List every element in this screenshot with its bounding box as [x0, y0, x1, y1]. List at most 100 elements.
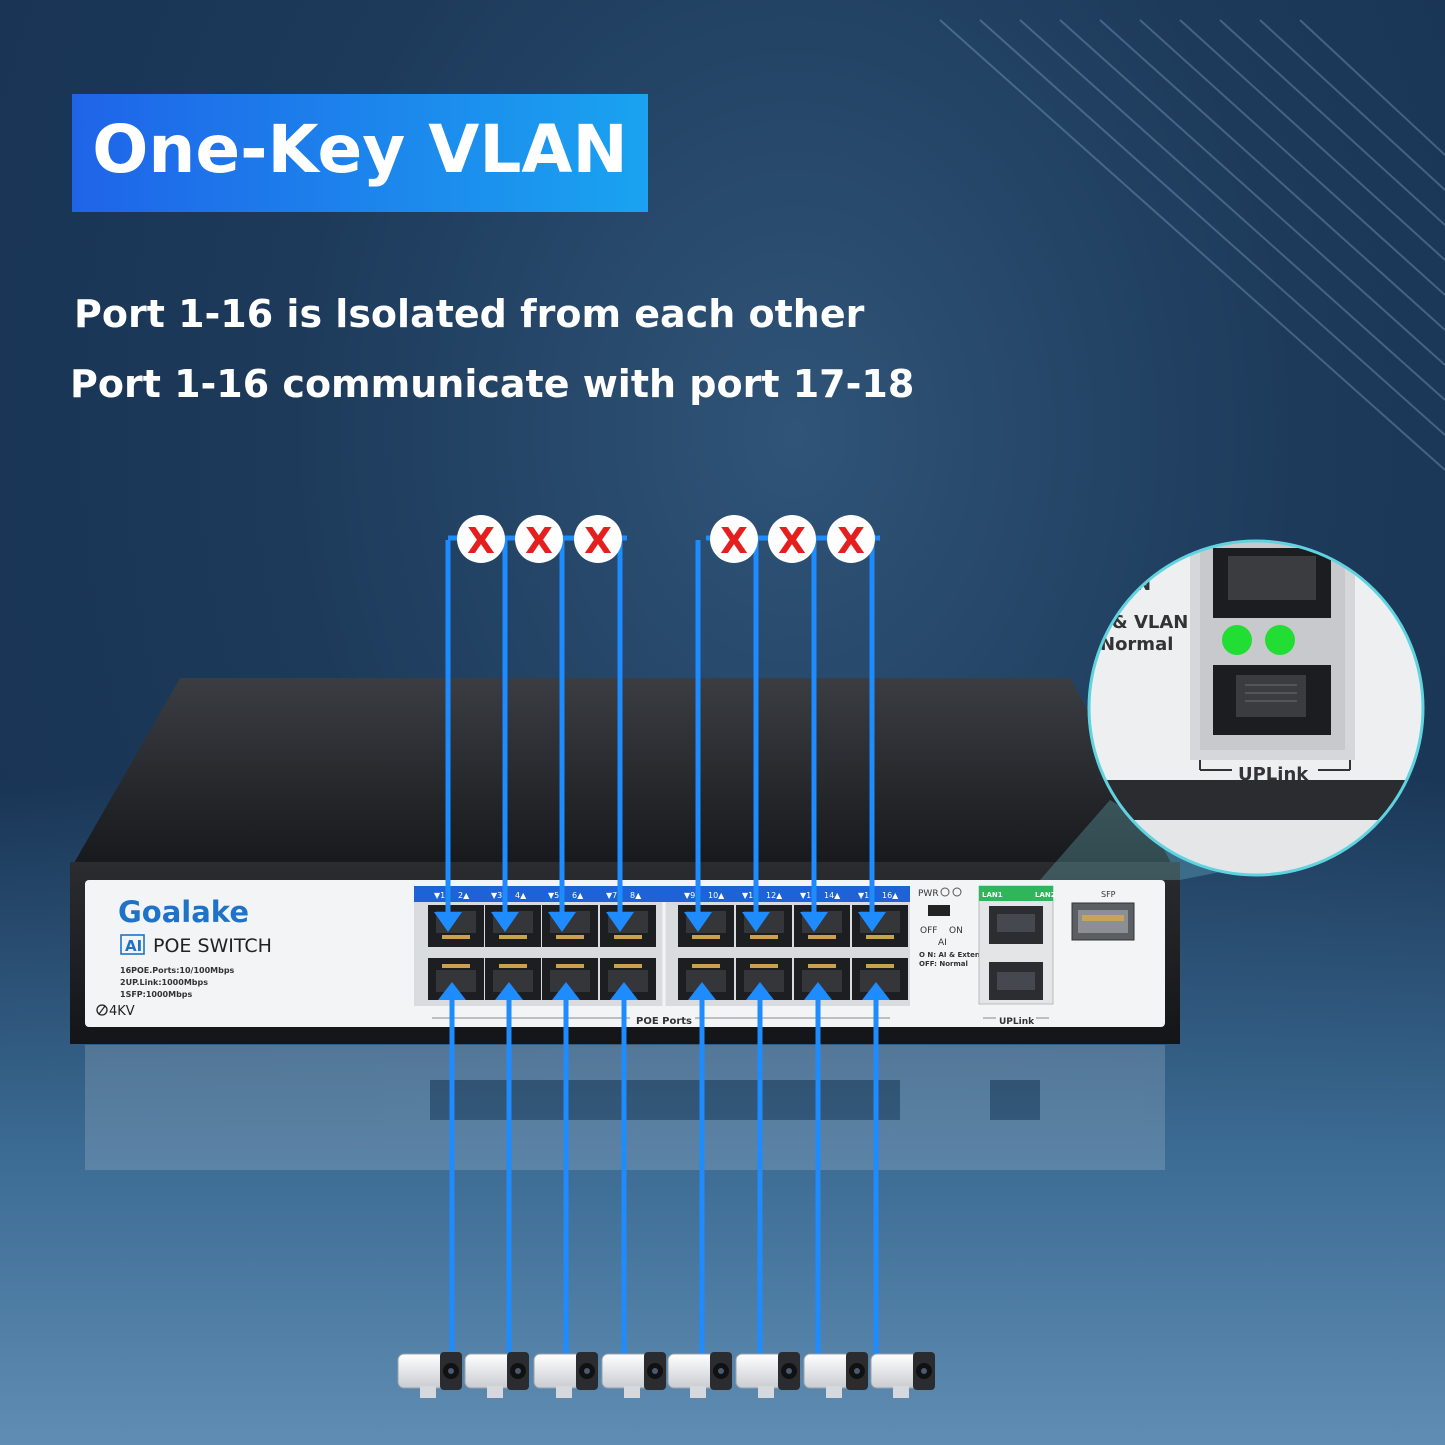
down-arrow-7	[800, 912, 828, 932]
isolation-x-2: X	[515, 515, 563, 563]
zoom-led-1	[1222, 625, 1252, 655]
rj45-port-3	[485, 905, 541, 947]
ip-camera-3	[533, 1352, 598, 1398]
svg-text:X: X	[837, 521, 865, 562]
switch-on-label: ON	[949, 926, 963, 936]
mode-led	[952, 887, 962, 897]
poe-ports-label: POE Ports	[636, 1016, 692, 1027]
ai-mode-label: AI	[938, 938, 947, 948]
uplink-zoom-callout: & VLAN Normal N UPLink	[1040, 539, 1425, 880]
spec-line-3: 1SFP:1000Mbps	[120, 990, 193, 999]
lan1-label: LAN1	[982, 891, 1003, 899]
down-arrow-1	[434, 912, 462, 932]
zoom-ring	[1087, 539, 1425, 877]
zoom-led-2	[1265, 625, 1295, 655]
isolation-x-1: X	[457, 515, 505, 563]
ip-camera-2	[464, 1352, 529, 1398]
down-arrow-5	[684, 912, 712, 932]
rj45-port-13	[794, 905, 850, 947]
down-arrow-8	[858, 912, 886, 932]
isolation-x-4: X	[710, 515, 758, 563]
port-number-14: 14▲	[824, 891, 841, 900]
description-line-2: Port 1-16 communicate with port 17-18	[70, 362, 915, 406]
surge-label: 4KV	[109, 1004, 135, 1019]
rj45-port-9	[678, 905, 734, 947]
port-number-16: 16▲	[882, 891, 899, 900]
svg-text:X: X	[778, 521, 806, 562]
rj45-port-7	[600, 905, 656, 947]
up-arrow-6	[746, 982, 774, 1000]
rj45-port-12	[736, 958, 792, 1000]
zoom-text-1: & VLAN	[1112, 612, 1188, 633]
port-number-bar	[414, 886, 910, 902]
isolation-x-5: X	[768, 515, 816, 563]
rj45-port-15	[852, 905, 908, 947]
uplink-header-bar	[979, 886, 1053, 901]
camera-row	[397, 1352, 935, 1398]
switch-off-label: OFF	[920, 926, 937, 936]
pwr-led	[940, 887, 950, 897]
isolation-x-6: X	[827, 515, 875, 563]
port-number-8: 8▲	[630, 891, 642, 900]
rj45-port-11	[736, 905, 792, 947]
port-number-12: 12▲	[766, 891, 783, 900]
description-line-1: Port 1-16 is lsolated from each other	[74, 292, 865, 336]
up-arrow-1	[438, 982, 466, 1000]
mode-off-desc: OFF: Normal	[919, 960, 968, 968]
connection-lines	[434, 535, 890, 1360]
rj45-port-2	[428, 958, 484, 1000]
port-number-6: 6▲	[572, 891, 584, 900]
ip-camera-8	[870, 1352, 935, 1398]
ai-badge-box	[120, 934, 145, 955]
down-arrow-6	[742, 912, 770, 932]
surge-icon	[96, 1004, 108, 1016]
port-number-7: ▼7	[606, 891, 617, 900]
port-number-1: ▼1	[434, 891, 445, 900]
mode-on-desc: O N: AI & Extend	[919, 951, 985, 959]
isolation-x-3: X	[574, 515, 622, 563]
sfp-label: SFP	[1101, 890, 1116, 899]
zoom-text-2: Normal	[1100, 634, 1173, 655]
headline-banner: One-Key VLAN	[72, 94, 648, 212]
spec-line-1: 16POE.Ports:10/100Mbps	[120, 966, 235, 975]
ip-camera-6	[735, 1352, 800, 1398]
mode-toggle-switch	[928, 905, 950, 916]
up-arrow-7	[804, 982, 832, 1000]
rj45-port-5	[542, 905, 598, 947]
down-arrow-3	[548, 912, 576, 932]
zoom-beam	[1040, 800, 1230, 880]
svg-text:X: X	[720, 521, 748, 562]
up-arrow-8	[862, 982, 890, 1000]
svg-text:X: X	[525, 521, 553, 562]
port-number-13: ▼13	[800, 891, 816, 900]
up-arrow-2	[495, 982, 523, 1000]
port-number-11: ▼11	[742, 891, 758, 900]
ip-camera-7	[803, 1352, 868, 1398]
port-number-10: 10▲	[708, 891, 725, 900]
ip-camera-5	[667, 1352, 732, 1398]
svg-text:X: X	[584, 521, 612, 562]
model-name: POE SWITCH	[153, 935, 272, 957]
headline: One-Key VLAN	[92, 111, 628, 188]
down-arrow-4	[606, 912, 634, 932]
port-number-3: ▼3	[491, 891, 502, 900]
rj45-port-8	[600, 958, 656, 1000]
lan2-label: LAN2	[1035, 891, 1056, 899]
port-number-5: ▼5	[548, 891, 559, 900]
poe-switch: Goalake AI POE SWITCH 16POE.Ports:10/100…	[70, 678, 1180, 1044]
ai-badge: AI	[125, 937, 142, 955]
down-arrow-2	[491, 912, 519, 932]
port-number-4: 4▲	[515, 891, 527, 900]
zoom-uplink-label: UPLink	[1238, 764, 1309, 785]
ip-camera-1	[397, 1352, 462, 1398]
uplink-label: UPLink	[999, 1017, 1035, 1027]
brand-name: Goalake	[118, 895, 249, 929]
up-arrow-4	[610, 982, 638, 1000]
svg-text:X: X	[467, 521, 495, 562]
up-arrow-5	[688, 982, 716, 1000]
ip-camera-4	[601, 1352, 666, 1398]
pwr-label: PWR	[918, 889, 939, 899]
